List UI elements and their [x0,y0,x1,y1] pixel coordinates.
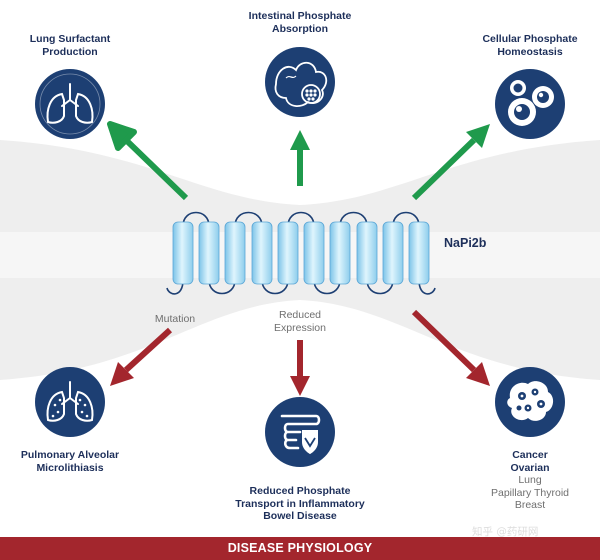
label-line: Homeostasis [497,45,563,58]
calcified-lungs-icon [35,367,105,437]
arrow-to-lung [107,121,189,201]
transmembrane-helix [251,221,273,285]
label-line: Lung Surfactant [29,33,111,45]
label-line: Pulmonary Alveolar [20,449,120,461]
green-arrows [107,121,490,201]
transmembrane-helix [172,221,194,285]
label-cancer: Cancer Ovarian Lung Papillary Thyroid Br… [470,449,590,512]
arrow-to-pulmonary-head [110,362,134,386]
cells-icon [495,69,565,139]
cancer-title: Cancer [512,449,548,461]
label-intestinal-absorption: Intestinal Phosphate Absorption [230,10,370,35]
diagram-graphic [0,47,600,467]
transmembrane-helix [303,221,325,285]
arrow-to-cancer [411,309,477,373]
cancer-lung: Lung [518,474,542,486]
label-line: Expression [274,321,326,334]
cancer-thyroid: Papillary Thyroid [490,486,569,499]
cancer-breast: Breast [514,499,546,511]
footer-banner: DISEASE PHYSIOLOGY [0,537,600,560]
transmembrane-helix [356,221,378,285]
label-line: Microlithiasis [36,461,104,474]
label-cellular-homeostasis: Cellular Phosphate Homeostasis [465,33,595,58]
arrow-to-ibd-head [290,376,310,396]
cancer-ovarian: Ovarian [510,461,550,474]
arrow-to-cells [411,137,477,201]
membrane-core [0,232,600,278]
intestine-shield-icon [265,397,335,467]
transmembrane-helix [329,221,351,285]
reduced-expression-label: Reduced Expression [260,309,340,334]
transmembrane-helix [408,221,430,285]
label-lung-surfactant: Lung Surfactant Production [10,33,130,58]
label-ibd-transport: Reduced Phosphate Transport in Inflammat… [225,485,375,523]
label-line: Absorption [272,22,328,35]
arrow-to-cells-head [466,124,490,148]
arrow-to-cancer-head [466,362,490,386]
mutation-label: Mutation [154,313,196,325]
label-pulmonary-microlithiasis: Pulmonary Alveolar Microlithiasis [5,449,135,474]
membrane-lower [0,270,600,380]
transmembrane-helix [382,221,404,285]
tumor-cells-icon [495,367,565,437]
label-line: Reduced Phosphate [249,485,351,497]
napi2b-transporter [166,211,436,295]
arrow-to-intestine-head [290,130,310,150]
label-line: Production [42,45,98,58]
label-line: Reduced [278,309,322,321]
transmembrane-helix [224,221,246,285]
lungs-icon [35,69,105,139]
red-arrows [110,309,490,396]
intestine-villi-icon [265,47,335,117]
transmembrane-helix [277,221,299,285]
label-line: Transport in Inflammatory [235,497,365,510]
label-line: Cellular Phosphate [482,33,578,45]
membrane-upper [0,140,600,238]
transmembrane-helix [198,221,220,285]
transporter-label: NaPi2b [444,236,487,250]
watermark: 知乎 @药研网 [472,526,539,538]
label-line: Bowel Disease [263,510,337,522]
arrow-to-pulmonary [123,327,173,373]
label-line: Intestinal Phosphate [248,10,352,22]
